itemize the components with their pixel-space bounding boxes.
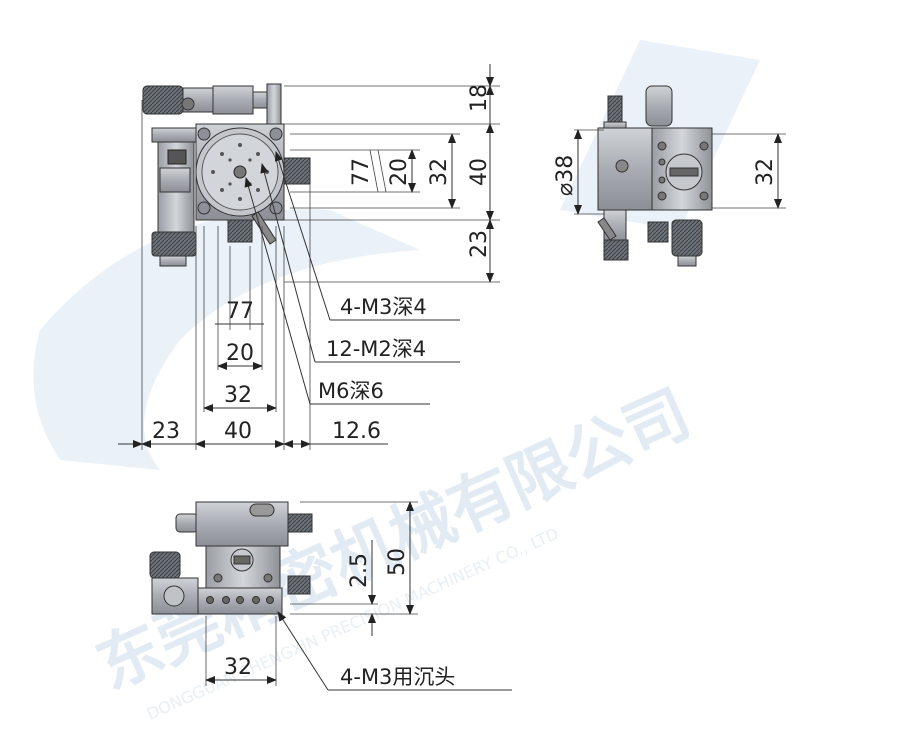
callout-4-m3-countersunk: 4-M3用沉头 <box>340 665 455 689</box>
dim-77-vertical: 77 <box>349 158 374 186</box>
dim-32-horizontal: 32 <box>224 383 252 408</box>
dim-12-6-horizontal: 12.6 <box>332 419 381 444</box>
bottom-knob <box>227 219 253 243</box>
dim-20-vertical: 20 <box>387 158 412 186</box>
dim-40-horizontal: 40 <box>224 419 252 444</box>
top-view-callouts: 4-M3深4 12-M2深4 M6深6 <box>244 151 460 405</box>
top-view-right-dimensions: 18 40 32 20 23 77 <box>284 64 500 283</box>
front-view: 50 2.5 32 4-M3用沉头 <box>149 501 512 691</box>
table-holes <box>211 143 269 201</box>
dim-23-horizontal: 23 <box>152 419 180 444</box>
right-knob <box>283 157 311 185</box>
dim-2-5-front: 2.5 <box>347 553 372 588</box>
dim-23-vertical: 23 <box>467 230 492 258</box>
dim-20-horizontal: 20 <box>226 341 254 366</box>
dim-diameter-38: ⌀38 <box>553 155 578 196</box>
dim-77-horizontal: 77 <box>226 299 254 324</box>
top-micrometer <box>142 83 282 125</box>
top-view-bottom-dimensions: 77 20 32 23 40 12.6 <box>118 100 388 450</box>
dim-40-vertical: 40 <box>467 158 492 186</box>
dim-32-front: 32 <box>224 655 252 680</box>
left-bracket <box>151 127 199 267</box>
side-view: ⌀38 32 <box>553 85 786 267</box>
callout-12-m2: 12-M2深4 <box>326 337 426 361</box>
dim-32-side: 32 <box>753 158 778 186</box>
dim-50-front: 50 <box>385 548 410 576</box>
callout-m6: M6深6 <box>318 379 384 403</box>
callout-4-m3: 4-M3深4 <box>340 295 427 319</box>
top-view: 18 40 32 20 23 77 77 <box>118 64 500 450</box>
dim-32-vertical: 32 <box>427 158 452 186</box>
corner-screws <box>197 127 283 215</box>
dim-18: 18 <box>467 84 492 112</box>
